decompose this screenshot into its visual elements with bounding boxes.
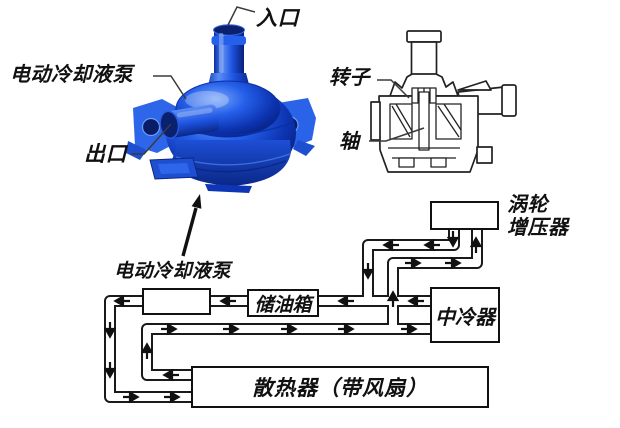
leader-lines (131, 6, 425, 155)
flow-box-pump (142, 288, 211, 315)
cross-section-illustration (370, 30, 517, 173)
flow-box-intercooler: 中冷器 (430, 287, 500, 343)
section-right-flange (501, 84, 517, 117)
leader-outlet (131, 123, 172, 155)
radiator-box-label: 散热器（带风扇） (252, 377, 428, 400)
turbocharger-label-line2: 增压器 (507, 217, 569, 239)
section-left-flange (370, 101, 381, 141)
pump-bottom-tab-icon (149, 157, 199, 180)
leader-pump-name (153, 75, 187, 100)
pump-lower-housing (172, 140, 291, 186)
shaft-label: 轴 (339, 131, 360, 153)
section-lower-lug (476, 146, 493, 164)
leader-shaft (369, 127, 425, 142)
pump-inlet-port-icon (211, 24, 246, 75)
section-top-flange (406, 30, 442, 43)
section-upper-housing (389, 73, 459, 97)
flow-box-turbocharger (430, 201, 499, 230)
pump-bottom-foot (205, 184, 252, 193)
section-internals (388, 87, 462, 168)
pump-pointer-arrow-icon (181, 194, 202, 257)
flow-box-reservoir: 储油箱 (247, 289, 319, 317)
turbocharger-label: 涡轮 增压器 (507, 194, 569, 240)
pump-outlet-port-icon (159, 104, 220, 139)
turbocharger-label-line1: 涡轮 (507, 194, 548, 216)
section-shaft (418, 91, 430, 151)
section-top-tube (410, 41, 438, 78)
pump-name-label: 电动冷却液泵 (10, 64, 133, 86)
pump-photo-illustration (126, 24, 316, 193)
leader-rotor (377, 79, 410, 99)
intercooler-box-label: 中冷器 (435, 306, 495, 329)
flow-box-radiator: 散热器（带风扇） (191, 366, 489, 408)
outlet-label: 出口 (84, 143, 127, 166)
inlet-label: 入口 (256, 7, 299, 30)
section-right-fin (457, 80, 492, 91)
reservoir-box-label: 储油箱 (254, 294, 312, 316)
flow-pump-pointer-label: 电动冷却液泵 (114, 261, 232, 282)
rotor-label: 转子 (329, 67, 370, 89)
leader-inlet (227, 6, 256, 26)
